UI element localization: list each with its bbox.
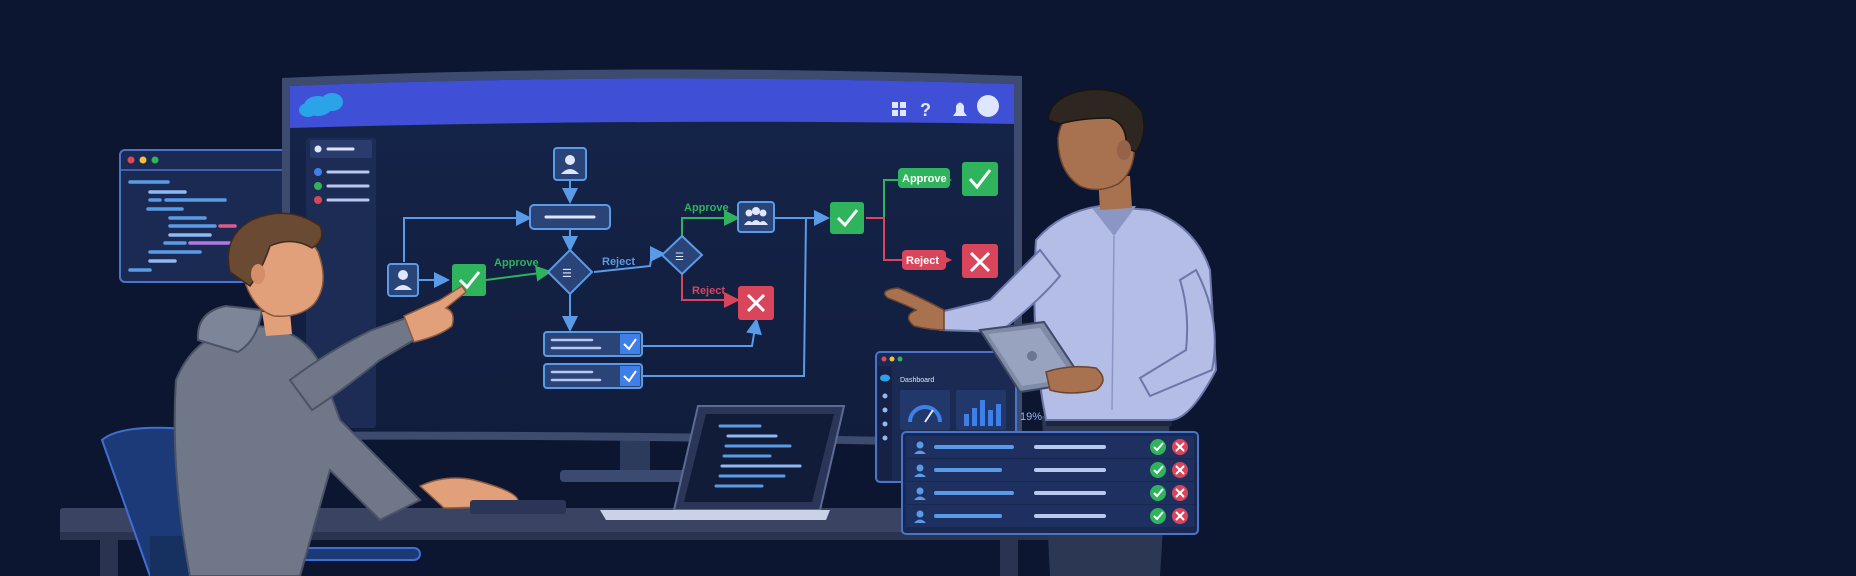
list-item[interactable] [906, 436, 1194, 458]
flow-top-user-node[interactable] [553, 147, 587, 181]
user-icon [916, 487, 924, 495]
approve-button[interactable] [1150, 462, 1166, 478]
speedometer-icon [908, 405, 942, 423]
final-approve-node[interactable] [962, 162, 998, 196]
bell-icon[interactable] [953, 102, 967, 117]
task-row-2[interactable] [543, 363, 643, 389]
close-icon [746, 293, 766, 313]
close-icon [969, 251, 991, 273]
reject-tag[interactable]: Reject [902, 250, 946, 270]
avatar-icon[interactable] [977, 95, 999, 117]
approve-tag-label: Approve [902, 173, 947, 185]
grid-icon[interactable] [892, 102, 906, 116]
reject-label-1: Reject [602, 256, 635, 268]
approve-button[interactable] [1150, 439, 1166, 455]
decision-node-2[interactable]: ☰ [660, 234, 704, 276]
monitor: ? [282, 69, 1022, 482]
user-icon [916, 441, 924, 449]
help-icon[interactable]: ? [920, 100, 931, 120]
cloud-logo-icon [299, 93, 343, 117]
approve-tag[interactable]: Approve [898, 168, 950, 188]
reject-x-node-1[interactable] [738, 286, 774, 320]
laptop [600, 405, 846, 520]
list-item[interactable] [906, 482, 1194, 504]
decision-node-1[interactable]: ☰ [546, 248, 594, 296]
user-icon [916, 510, 924, 518]
seated-developer [173, 212, 566, 576]
task-row-1[interactable] [543, 331, 643, 357]
user-icon [398, 270, 408, 280]
reject-tag-label: Reject [906, 255, 939, 267]
decision-icon: ☰ [675, 252, 684, 263]
approval-list-panel [901, 431, 1199, 535]
check-icon [623, 370, 637, 383]
bar-chart-icon [964, 400, 1001, 426]
check-icon [968, 169, 992, 190]
approve-label-1: Approve [494, 257, 539, 269]
merge-check-node[interactable] [830, 202, 864, 234]
flow-start-user-node[interactable] [387, 263, 419, 297]
group-node[interactable] [737, 201, 775, 233]
flow-step-bar[interactable] [529, 204, 611, 230]
screen-header-bar [290, 78, 1014, 128]
final-reject-node[interactable] [962, 244, 998, 278]
dashboard-title: Dashboard [900, 377, 934, 384]
check-icon [458, 271, 481, 290]
list-item[interactable] [906, 505, 1194, 527]
approve-button[interactable] [1150, 508, 1166, 524]
dashboard-stat-value: 19% [1020, 411, 1042, 423]
reject-label-2: Reject [692, 285, 725, 297]
user-icon [565, 155, 575, 165]
approve-button[interactable] [1150, 485, 1166, 501]
check-icon [623, 338, 637, 351]
desk [60, 508, 1160, 576]
decision-icon: ☰ [562, 268, 572, 280]
list-item[interactable] [906, 459, 1194, 481]
check-icon [836, 209, 859, 228]
approve-label-2: Approve [684, 202, 729, 214]
user-icon [916, 464, 924, 472]
group-icon [744, 207, 768, 225]
cloud-logo-icon [880, 374, 890, 382]
